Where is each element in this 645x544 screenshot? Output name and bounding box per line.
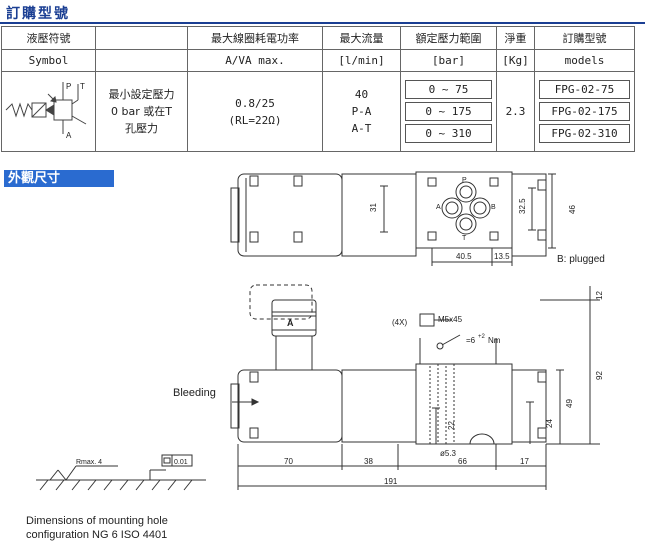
hydraulic-symbol-icon: P T A	[5, 82, 86, 140]
pressure-cell: 0 ~ 75 0 ~ 175 0 ~ 310	[400, 71, 497, 152]
dim-40-5: 40.5	[456, 252, 472, 261]
dim-191: 191	[384, 477, 398, 486]
port-a-label: A	[436, 204, 441, 211]
dim-92: 92	[595, 371, 604, 380]
roughness-label: Rmax. 4	[76, 459, 102, 466]
port-t-label: T	[462, 235, 467, 242]
dim-66: 66	[458, 457, 467, 466]
symbol-cell: P T A	[1, 71, 96, 152]
symbol-label-t: T	[80, 82, 85, 91]
flow-cell: 40 P-A A-T	[322, 71, 401, 152]
dim-46: 46	[568, 205, 577, 214]
dim-70: 70	[284, 457, 293, 466]
symbol-label-p: P	[66, 82, 71, 91]
mounting-note-line-2: configuration NG 6 ISO 4401	[26, 529, 167, 541]
torque-unit: Nm	[488, 336, 501, 345]
screw-spec: M5x45	[438, 315, 463, 324]
pressure-75: 0 ~ 75	[405, 80, 492, 99]
dim-12: 12	[595, 291, 604, 300]
symbol-label-a: A	[66, 131, 72, 140]
header-power: 最大線圈耗電功率	[187, 26, 323, 50]
pressure-310: 0 ~ 310	[405, 124, 492, 143]
dim-24: 24	[545, 419, 554, 428]
model-310: FPG-02-310	[539, 124, 630, 143]
dim-13-5: 13.5	[494, 252, 510, 261]
header-weight: 淨重	[496, 26, 535, 50]
port-b-label: B	[491, 204, 496, 211]
table-header-row: 液壓符號 最大線圈耗電功率 最大流量 額定壓力範圍 淨重 訂購型號	[1, 26, 635, 50]
dim-32-5: 32.5	[518, 198, 527, 214]
description-cell: 最小設定壓力 0 bar 或在T 孔壓力	[95, 71, 188, 152]
flatness-value: 0.01	[174, 459, 188, 466]
dim-hole-5-3: ø5.3	[440, 449, 457, 458]
side-view	[230, 284, 600, 490]
dim-31: 31	[369, 203, 378, 212]
mounting-note-line-1: Dimensions of mounting hole	[26, 515, 168, 527]
section-title-dimensions: 外觀尺寸	[4, 170, 114, 187]
dim-38: 38	[364, 457, 373, 466]
plugged-note: B: plugged	[557, 254, 605, 265]
bleeding-label: Bleeding	[173, 387, 216, 399]
dim-49: 49	[565, 399, 574, 408]
torque-value: =6	[466, 336, 476, 345]
port-p-label: P	[462, 177, 467, 184]
title-underline	[0, 22, 645, 24]
spec-table: 液壓符號 最大線圈耗電功率 最大流量 額定壓力範圍 淨重 訂購型號 Symbol…	[1, 26, 635, 152]
header-pressure: 額定壓力範圍	[400, 26, 497, 50]
page-title: 訂購型號	[6, 6, 70, 22]
model-75: FPG-02-75	[539, 80, 630, 99]
header-symbol: 液壓符號	[1, 26, 96, 50]
coil-connector-label: A	[287, 318, 294, 328]
screw-qty: (4X)	[392, 318, 407, 327]
top-view	[230, 171, 556, 266]
models-cell: FPG-02-75 FPG-02-175 FPG-02-310	[534, 71, 635, 152]
pressure-175: 0 ~ 175	[405, 102, 492, 121]
surface-symbols	[36, 454, 206, 491]
power-cell: 0.8/25 (RL=22Ω)	[187, 71, 323, 152]
dim-22: 22	[447, 421, 456, 430]
dim-17: 17	[520, 457, 529, 466]
header-flow: 最大流量	[322, 26, 401, 50]
subheader-models: models	[534, 49, 635, 72]
model-175: FPG-02-175	[539, 102, 630, 121]
header-models: 訂購型號	[534, 26, 635, 50]
table-row: P T A 最小設定壓力 0 bar 或在T 孔壓力 0.8/25 (RL=22…	[1, 71, 635, 152]
torque-tolerance: +2	[478, 334, 486, 340]
